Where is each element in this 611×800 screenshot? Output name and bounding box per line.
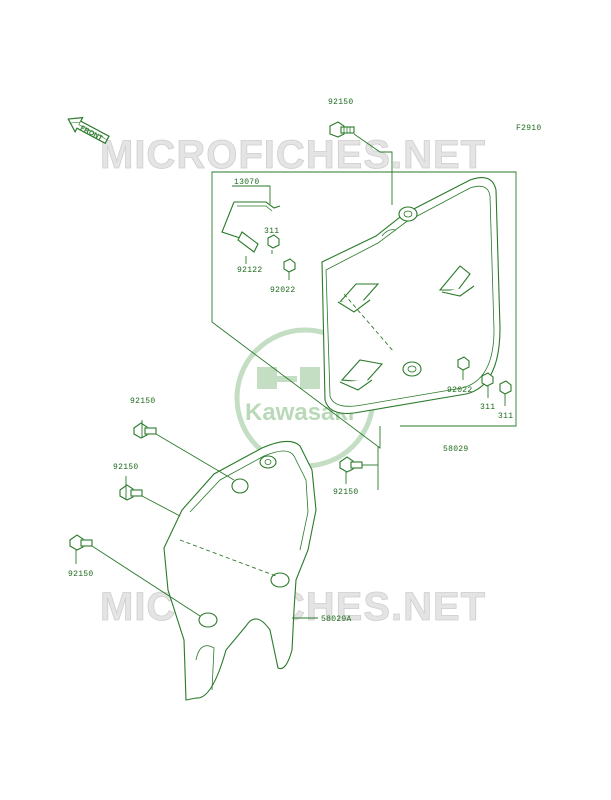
bolt-92150-top (329, 121, 393, 205)
clip-13070 (221, 185, 281, 239)
label-58029A: 58029A (321, 615, 352, 624)
bolt-92150-left3 (69, 534, 201, 617)
label-92150-left3: 92150 (68, 570, 94, 579)
label-92022-a: 92022 (270, 286, 296, 295)
nut-92022-b (457, 356, 470, 371)
label-13070: 13070 (234, 178, 260, 187)
lower-cover-58029A (163, 440, 317, 701)
label-92122: 92122 (237, 266, 263, 275)
bolt-92150-left1 (133, 422, 235, 481)
bolt-92150-left2 (119, 484, 181, 517)
nut-92022-a (283, 258, 296, 273)
watermark-top: MICROFICHES.NET (100, 133, 486, 177)
nut-311-a (267, 234, 280, 249)
nut-311-c (499, 380, 512, 395)
figure-code: F2910 (516, 124, 542, 133)
front-arrow-icon: FRONT (67, 116, 110, 145)
label-311-c: 311 (498, 412, 513, 421)
label-92150-left1: 92150 (130, 397, 156, 406)
label-92150-top: 92150 (328, 98, 354, 107)
collar-92122 (237, 231, 259, 264)
nut-311-b (481, 372, 494, 387)
label-311-a: 311 (264, 227, 279, 236)
bolt-92150-mid (339, 456, 378, 473)
label-58029: 58029 (443, 445, 469, 454)
part-labels: 92150 13070 311 92122 92022 92022 311 31… (68, 98, 513, 624)
upper-assembly-frame (211, 171, 517, 490)
label-92150-mid: 92150 (333, 488, 359, 497)
label-92022-b: 92022 (447, 386, 473, 395)
side-cover-58029 (321, 177, 501, 415)
label-311-b: 311 (480, 403, 495, 412)
label-92150-left2: 92150 (113, 463, 139, 472)
